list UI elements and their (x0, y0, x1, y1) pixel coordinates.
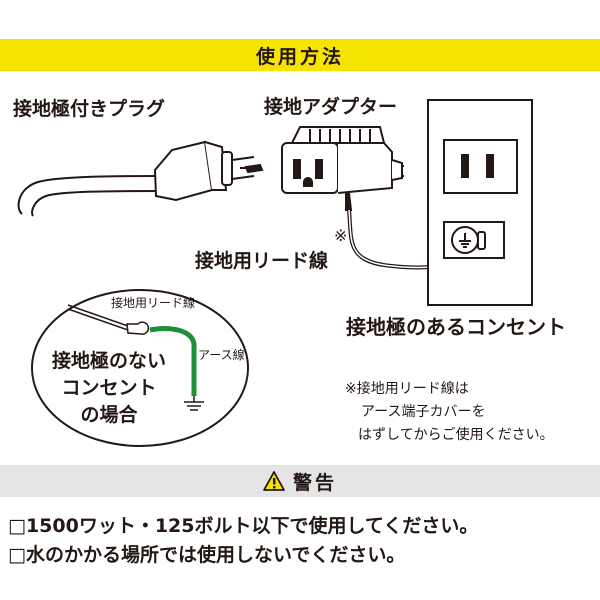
no-ground-outlet-label: 接地極のない コンセント の場合 (52, 348, 166, 429)
inset-lead-wire-label: 接地用リード線 (111, 296, 196, 310)
lead-wire-label: 接地用リード線 (195, 250, 329, 272)
inset-lead-wire (67, 304, 129, 327)
grounded-outlet (427, 99, 533, 306)
usage-banner: 使用方法 (0, 39, 600, 71)
plug-label: 接地極付きプラグ (13, 98, 166, 120)
grounding-plug (153, 140, 264, 202)
inset-terminal (126, 321, 150, 335)
note-line-2: アース端子カバーを (361, 404, 486, 420)
adapter-label: 接地アダプター (264, 96, 398, 118)
lead-wire (347, 209, 441, 270)
warning-triangle-icon (263, 471, 285, 491)
note-line-3: はずしてからご使用ください。 (358, 427, 554, 443)
usage-title: 使用方法 (255, 45, 344, 68)
no-ground-line-1: 接地極のない (52, 350, 167, 372)
plug-cord (17, 175, 159, 217)
inset-circle (31, 289, 249, 447)
warning-item: □1500ワット・125ボルト以下で使用してください。 (8, 515, 479, 537)
earth-wire-label: アース線 (198, 348, 245, 362)
no-ground-line-2: コンセント (61, 377, 157, 399)
ground-adapter (281, 126, 404, 211)
ground-symbol-icon (184, 396, 204, 411)
warning-item: □水のかかる場所では使用しないでください。 (8, 544, 406, 566)
asterisk-mark: ※ (334, 226, 348, 245)
lead-wire-note: ※接地用リード線は アース端子カバーを はずしてからご使用ください。 (345, 378, 554, 447)
warning-banner: 警告 (0, 465, 600, 497)
warning-title: 警告 (292, 471, 337, 494)
grounded-outlet-label: 接地極のあるコンセント (346, 315, 566, 339)
no-ground-line-3: の場合 (80, 404, 138, 426)
note-line-1: ※接地用リード線は (345, 381, 469, 397)
earth-wire (149, 326, 197, 396)
